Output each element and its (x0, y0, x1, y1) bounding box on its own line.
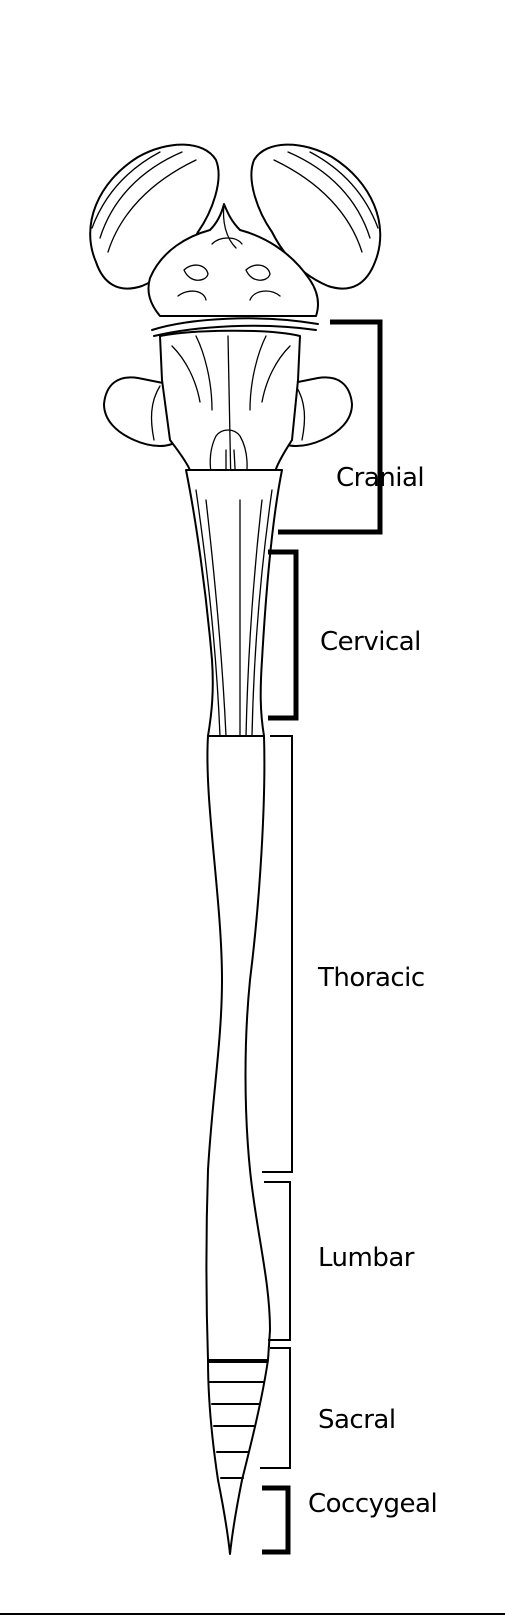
label-coccygeal: Coccygeal (308, 1489, 437, 1519)
bracket-sacral (260, 1347, 291, 1469)
sacral-segment (207, 1359, 269, 1555)
region-brackets (260, 319, 383, 1555)
cervical-segment (185, 469, 283, 737)
label-cervical: Cervical (320, 627, 421, 657)
spinal-cord (185, 469, 283, 1555)
bracket-cervical (268, 549, 299, 721)
left-peduncle (103, 376, 179, 447)
region-labels: Cranial Cervical Thoracic Lumbar Sacral … (308, 463, 438, 1519)
brainstem-illustration (89, 143, 382, 541)
label-lumbar: Lumbar (318, 1243, 415, 1273)
label-sacral: Sacral (318, 1405, 396, 1435)
bracket-coccygeal (262, 1485, 291, 1555)
label-thoracic: Thoracic (317, 963, 425, 993)
bracket-thoracic (262, 735, 293, 1173)
label-cranial: Cranial (336, 463, 424, 493)
cord-body (205, 735, 271, 1361)
bracket-lumbar (264, 1181, 291, 1341)
bracket-cranial (278, 319, 383, 535)
midbrain (147, 203, 319, 317)
